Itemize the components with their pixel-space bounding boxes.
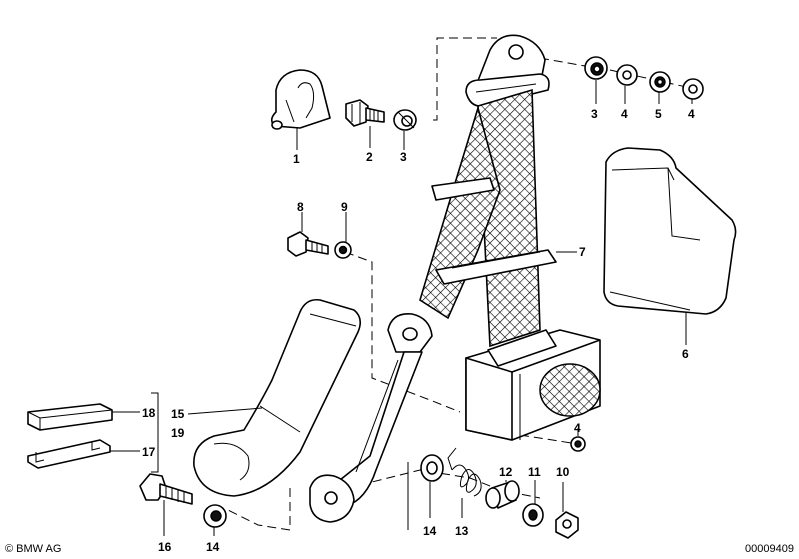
callout-5: 5 bbox=[655, 107, 662, 121]
callout-4-a: 4 bbox=[621, 107, 628, 121]
callout-4-b: 4 bbox=[688, 107, 695, 121]
spacer-part-3-left bbox=[393, 109, 417, 150]
plate-part-17 bbox=[27, 439, 140, 469]
belt-retractor bbox=[465, 329, 601, 441]
callout-6: 6 bbox=[682, 347, 689, 361]
lower-anchor-bar bbox=[309, 313, 433, 523]
washers-top-right bbox=[584, 56, 704, 104]
bolt-part-16 bbox=[139, 473, 193, 536]
callout-9: 9 bbox=[341, 200, 348, 214]
bushing-part-14-right bbox=[407, 454, 444, 530]
callout-numbers: 1 2 3 3 4 5 4 6 7 8 9 15 18 19 17 4 12 1… bbox=[142, 107, 695, 554]
callout-3-right: 3 bbox=[591, 107, 598, 121]
callout-2: 2 bbox=[366, 150, 373, 164]
bolt-part-8 bbox=[287, 212, 329, 257]
callout-11: 11 bbox=[528, 465, 541, 479]
bolt-part-2 bbox=[345, 99, 385, 148]
spring-part-13 bbox=[447, 447, 482, 518]
callout-4-c: 4 bbox=[574, 421, 581, 435]
callout-15: 15 bbox=[171, 407, 185, 421]
guide-bracket-part-1 bbox=[270, 69, 331, 150]
cover-part-6 bbox=[603, 147, 737, 345]
diagram-number: 00009409 bbox=[745, 543, 794, 555]
callout-18: 18 bbox=[142, 406, 156, 420]
callout-16: 16 bbox=[158, 540, 172, 554]
callout-19: 19 bbox=[171, 426, 185, 440]
callout-3-left: 3 bbox=[400, 150, 407, 164]
plate-part-18 bbox=[27, 403, 140, 431]
callout-14-right: 14 bbox=[423, 524, 437, 538]
leader-lines bbox=[151, 392, 263, 473]
callout-12: 12 bbox=[499, 465, 513, 479]
callout-10: 10 bbox=[556, 465, 570, 479]
callout-7: 7 bbox=[579, 245, 586, 259]
copyright-text: © BMW AG bbox=[5, 543, 61, 555]
nut-part-10 bbox=[555, 482, 579, 539]
seat-belt-strap bbox=[419, 34, 577, 348]
spacer-part-14-left bbox=[203, 504, 227, 536]
lower-cover-part-15 bbox=[193, 298, 362, 497]
callout-8: 8 bbox=[297, 200, 304, 214]
washer-part-4-lower bbox=[570, 428, 586, 452]
callout-14-left: 14 bbox=[206, 540, 220, 554]
callout-17: 17 bbox=[142, 445, 156, 459]
callout-13: 13 bbox=[455, 524, 469, 538]
callout-1: 1 bbox=[293, 152, 300, 166]
washer-part-9 bbox=[334, 212, 352, 259]
washer-part-11 bbox=[522, 480, 544, 527]
sleeve-part-12 bbox=[485, 480, 520, 509]
